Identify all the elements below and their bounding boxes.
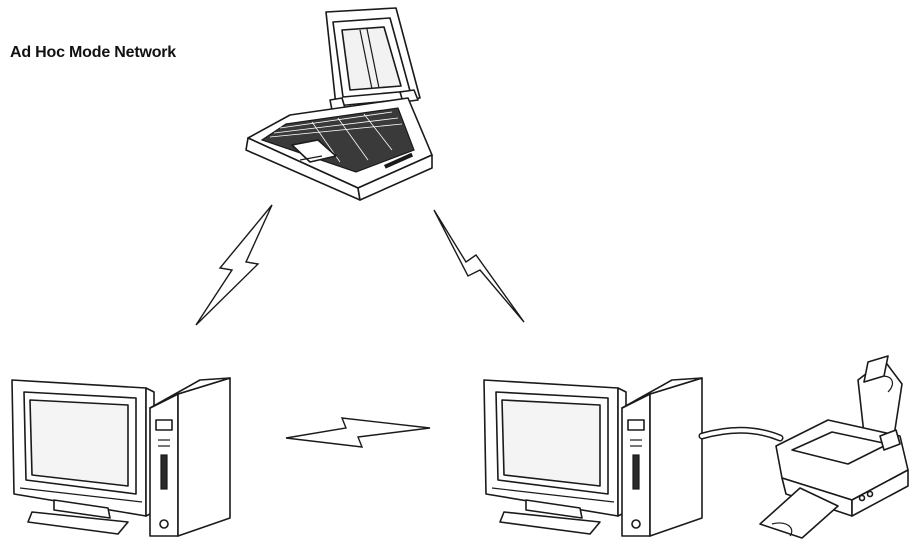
diagram-title: Ad Hoc Mode Network — [10, 44, 176, 61]
desktop-computer-icon — [11, 377, 231, 537]
laptop-icon — [245, 7, 433, 201]
printer-icon — [759, 355, 909, 539]
wireless-link-icon — [195, 204, 273, 326]
desktop-computer-icon — [483, 377, 703, 537]
wireless-link-icon — [285, 417, 431, 448]
printer-cable — [698, 426, 784, 442]
wireless-link-icon — [433, 209, 525, 323]
